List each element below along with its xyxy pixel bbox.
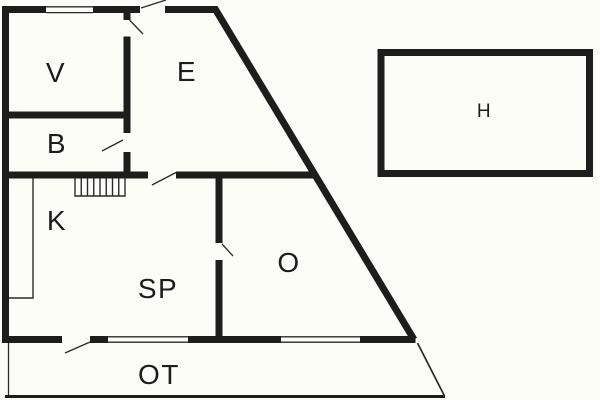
room-label-k: K	[47, 205, 67, 236]
window-bottom-wall-left	[108, 336, 188, 343]
room-label-sp: SP	[138, 273, 178, 304]
door-swing-hall	[151, 171, 177, 186]
door-swing-v	[129, 19, 144, 35]
stairs	[74, 178, 126, 197]
room-label-e: E	[177, 56, 197, 87]
window-top-wall	[46, 6, 93, 14]
terrace-right-edge	[416, 342, 446, 397]
top-and-diagonal-wall	[165, 6, 417, 342]
room-label-v: V	[46, 57, 66, 88]
door-swing-entrance-top	[140, 0, 167, 9]
room-label-ot: OT	[138, 359, 180, 390]
building-h-walls	[377, 49, 593, 177]
room-label-h: H	[477, 101, 491, 122]
door-swing-o	[221, 243, 234, 257]
terrace-floor	[7, 340, 446, 397]
room-label-o: O	[277, 247, 300, 278]
detached-building-h: H	[377, 49, 593, 177]
door-swing-terrace	[64, 341, 91, 354]
kitchen-counter	[9, 178, 34, 299]
main-building: V E B K SP O OT	[2, 0, 418, 390]
room-label-b: B	[47, 128, 67, 159]
door-swing-b	[101, 139, 124, 152]
window-bottom-wall-right	[281, 336, 360, 343]
terrace-ot	[5, 340, 446, 398]
